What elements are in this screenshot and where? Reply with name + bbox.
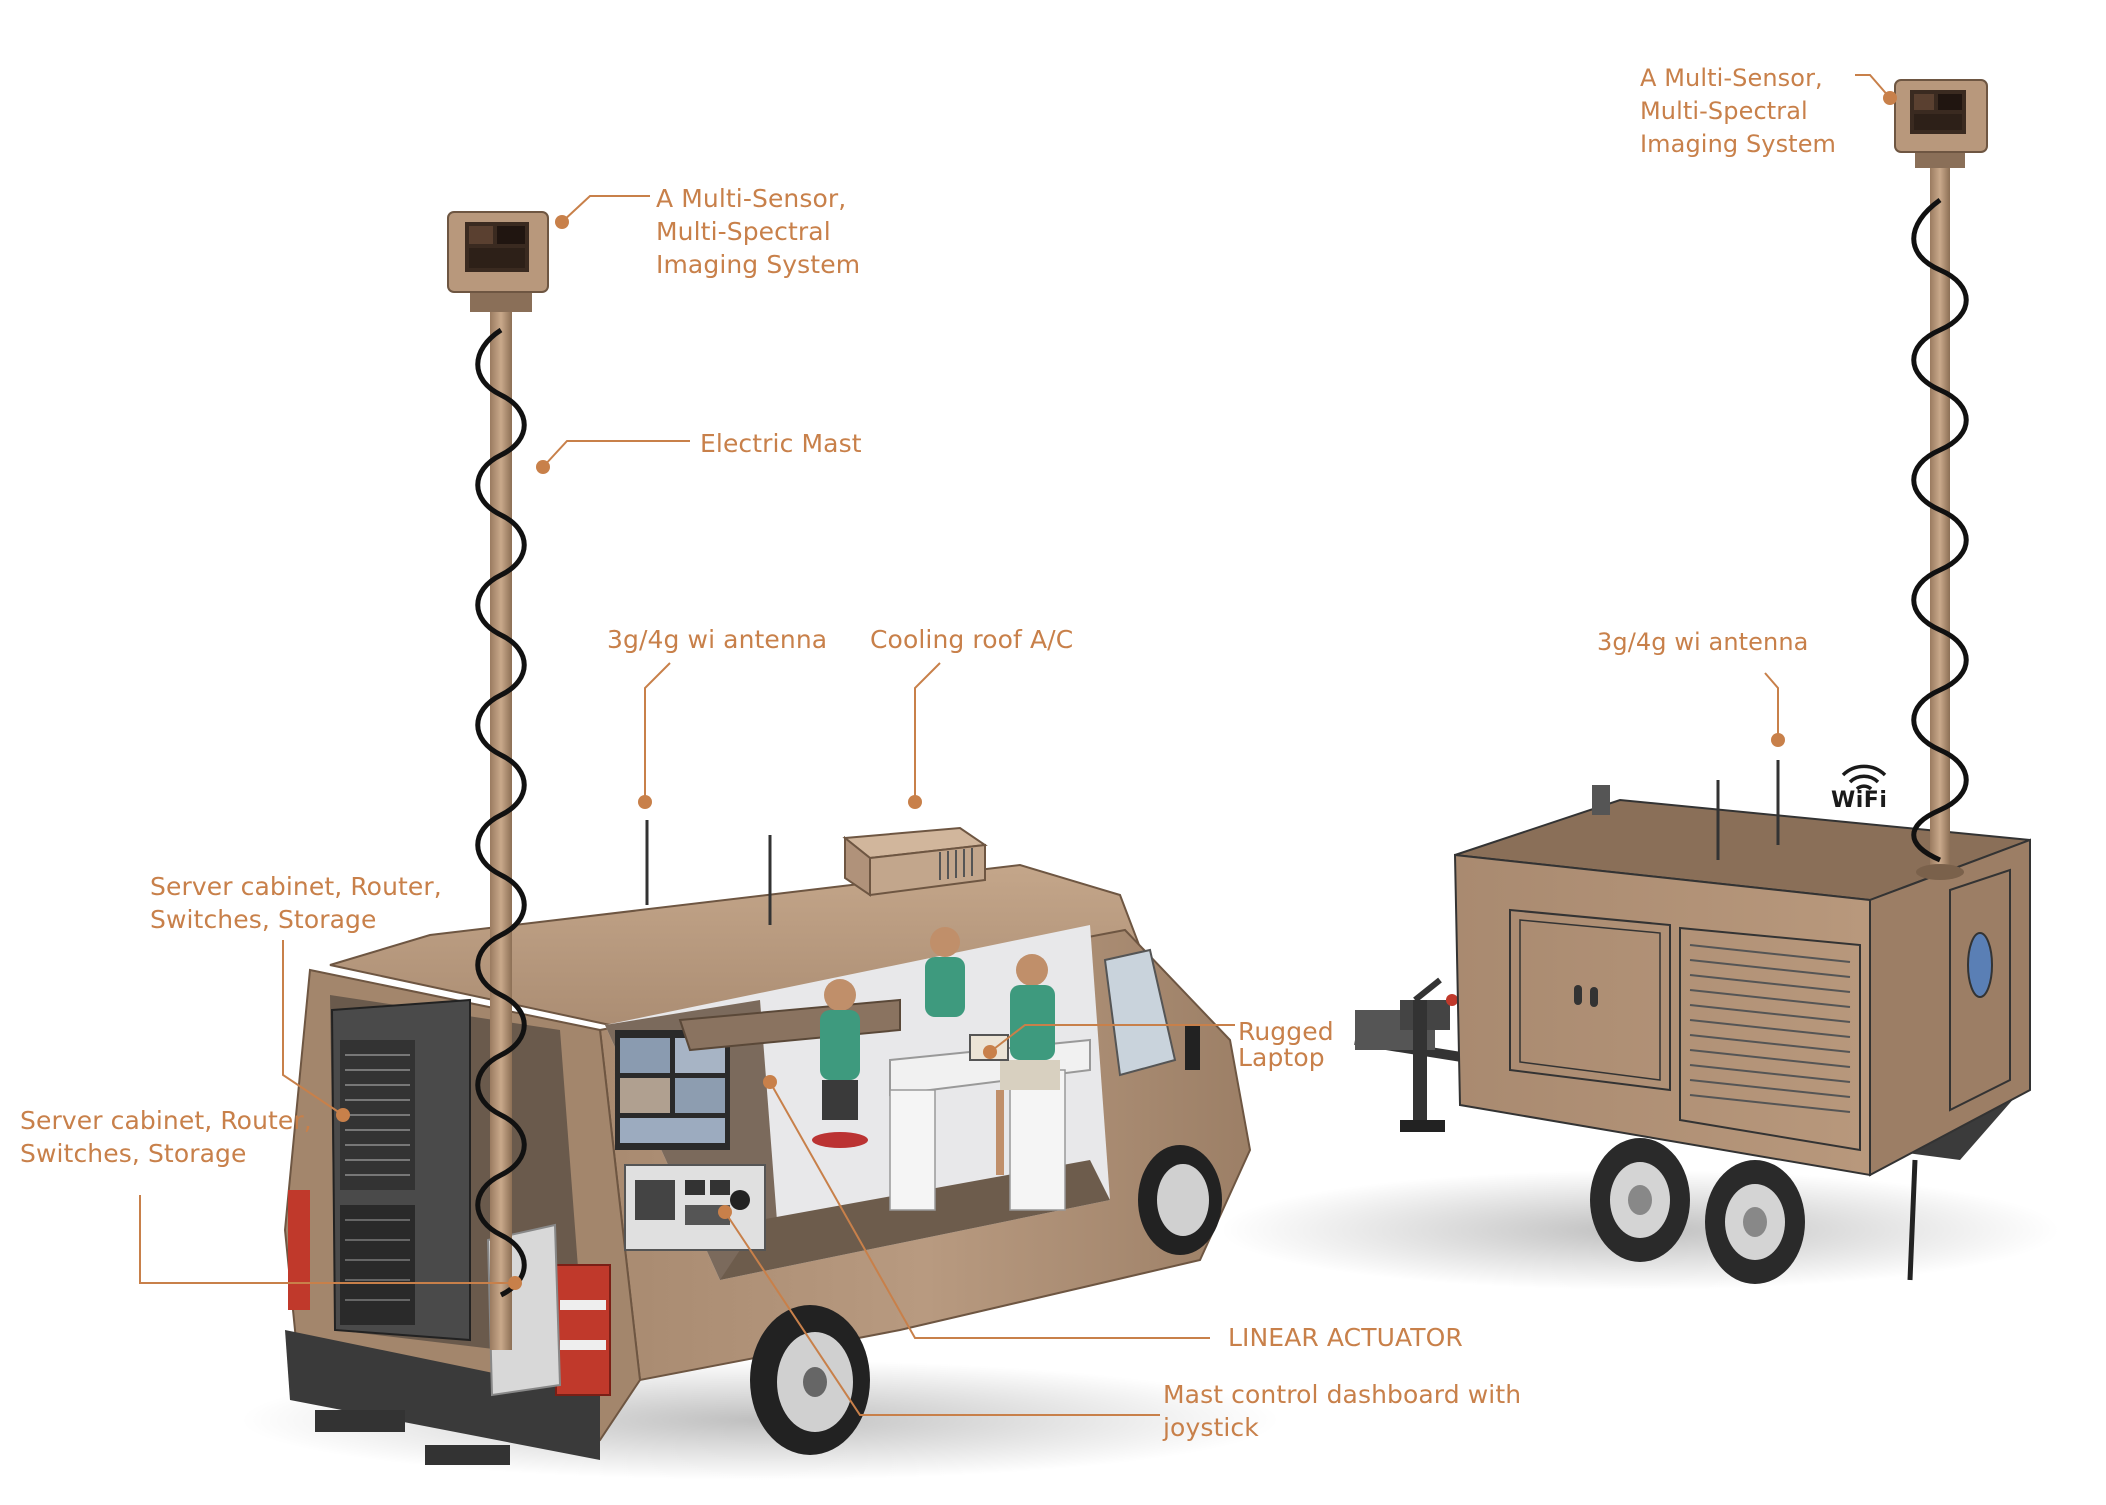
trailer-wheel xyxy=(1590,1138,1690,1262)
server-cabinet-lower-label: Server cabinet, Router, Switches, Storag… xyxy=(20,1106,312,1168)
rugged-laptop-label: Rugged Laptop xyxy=(1238,1017,1334,1072)
server-rack xyxy=(330,998,471,1342)
van-antenna-label: 3g/4g wi antenna xyxy=(607,625,828,654)
leader-lines xyxy=(139,74,1891,1416)
mast-dashboard-label: Mast control dashboard with joystick xyxy=(1163,1380,1522,1442)
trailer-wheel xyxy=(1705,1160,1805,1284)
leader-dots xyxy=(336,91,1897,1290)
trailer-sensor-label: A Multi-Sensor, Multi-Spectral Imaging S… xyxy=(1640,64,1837,158)
operator-figure xyxy=(812,979,868,1148)
operator-figure xyxy=(996,954,1060,1175)
van-wheel xyxy=(750,1305,870,1455)
electric-mast-label: Electric Mast xyxy=(700,429,862,458)
server-cabinet-upper-label: Server cabinet, Router, Switches, Storag… xyxy=(150,872,442,934)
roof-ac-unit xyxy=(842,826,988,897)
wifi-icon xyxy=(1841,764,1887,791)
trailer-sensor-head xyxy=(1894,79,1988,168)
van-sensor-head xyxy=(447,211,549,312)
wifi-label: WiFi xyxy=(1831,788,1888,813)
van xyxy=(240,211,1280,1480)
trailer xyxy=(1220,79,2060,1290)
mast-dashboard xyxy=(624,1164,766,1251)
cooling-ac-label: Cooling roof A/C xyxy=(870,625,1074,654)
trailer-antenna-label: 3g/4g wi antenna xyxy=(1597,628,1809,656)
linear-actuator-label: LINEAR ACTUATOR xyxy=(1228,1323,1463,1352)
operator-figure xyxy=(925,927,965,1017)
van-sensor-label: A Multi-Sensor, Multi-Spectral Imaging S… xyxy=(656,184,861,279)
van-wheel xyxy=(1138,1145,1222,1255)
video-wall xyxy=(615,1030,730,1150)
